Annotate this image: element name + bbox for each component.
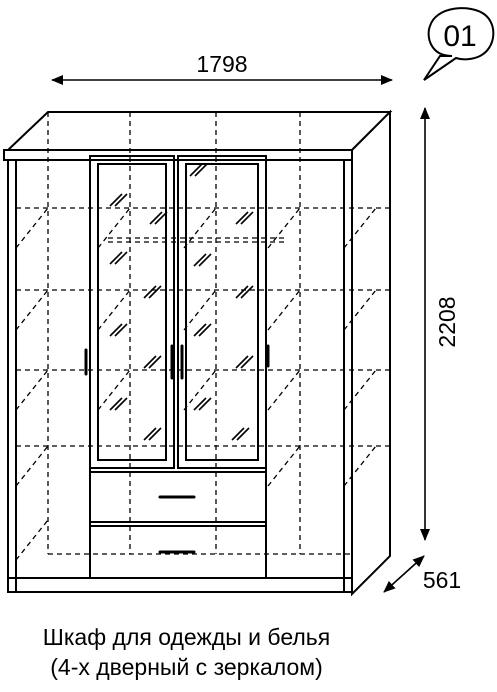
handles xyxy=(84,344,270,554)
height-dimension: 2208 xyxy=(420,107,460,541)
reflection-stroke xyxy=(198,323,212,337)
reflection-stroke xyxy=(235,285,249,299)
reflection-stroke xyxy=(198,253,212,267)
wardrobe-top xyxy=(5,111,393,151)
depth-value: 561 xyxy=(423,567,461,593)
interior-diag-3 xyxy=(15,369,49,411)
reflection-stroke xyxy=(235,211,249,225)
reflection-stroke xyxy=(114,323,128,337)
reflection-stroke xyxy=(148,427,162,441)
badge-bubble xyxy=(423,7,495,81)
reflection-stroke xyxy=(235,355,249,369)
drawer-top xyxy=(89,471,267,523)
interior-diag-5 xyxy=(15,519,49,561)
mirror-door-right xyxy=(177,155,267,469)
reflection-stroke xyxy=(240,285,254,299)
mirror-reflections xyxy=(109,163,254,441)
reflection-stroke xyxy=(143,427,157,441)
badge: 01 xyxy=(423,7,495,81)
wardrobe-plinth xyxy=(7,577,353,593)
reflection-stroke xyxy=(114,193,128,207)
caption-subtitle: (4-х дверный с зеркалом) xyxy=(50,654,323,680)
door-right xyxy=(265,159,345,579)
reflection-stroke xyxy=(193,397,207,411)
door-left xyxy=(15,159,91,579)
interior-diag-4 xyxy=(15,445,49,487)
reflection-stroke xyxy=(149,211,163,225)
reflection-stroke xyxy=(189,163,203,177)
interior-diag-10 xyxy=(183,289,217,331)
badge-number: 01 xyxy=(443,20,476,53)
mirror-door-left xyxy=(89,155,175,469)
interior-diag-14 xyxy=(267,369,301,411)
mirror-right xyxy=(185,163,259,461)
interior-hidden-lines xyxy=(15,112,390,561)
drawer-bottom xyxy=(89,525,267,579)
reflection-stroke xyxy=(193,323,207,337)
reflection-stroke xyxy=(143,285,157,299)
reflection-stroke xyxy=(198,397,212,411)
depth-dimension: 561 xyxy=(383,555,461,593)
reflection-stroke xyxy=(143,355,157,369)
height-value: 2208 xyxy=(434,296,460,347)
reflection-stroke xyxy=(236,427,250,441)
interior-diag-2 xyxy=(15,289,49,331)
reflection-stroke xyxy=(240,211,254,225)
reflection-stroke xyxy=(240,355,254,369)
reflection-stroke xyxy=(193,253,207,267)
wardrobe xyxy=(3,109,393,597)
reflection-stroke xyxy=(148,355,162,369)
interior-diag-13 xyxy=(267,289,301,331)
reflection-stroke xyxy=(109,251,123,265)
mirror-left xyxy=(97,163,167,461)
interior-diag-6 xyxy=(97,207,131,249)
reflection-stroke xyxy=(109,397,123,411)
interior-diag-7 xyxy=(97,289,131,331)
reflection-stroke xyxy=(109,323,123,337)
wardrobe-right-side xyxy=(351,109,391,597)
reflection-stroke xyxy=(148,285,162,299)
reflection-stroke xyxy=(231,427,245,441)
reflection-stroke xyxy=(154,211,168,225)
width-dimension: 1798 xyxy=(51,51,393,85)
reflection-stroke xyxy=(114,251,128,265)
depth-arrow xyxy=(383,555,425,593)
interior-diag-8 xyxy=(97,369,131,411)
reflection-stroke xyxy=(109,193,123,207)
reflection-stroke xyxy=(194,163,208,177)
reflection-stroke xyxy=(114,397,128,411)
interior-diag-15 xyxy=(267,445,301,487)
width-value: 1798 xyxy=(196,51,247,77)
interior-diag-1 xyxy=(15,207,49,249)
caption-title: Шкаф для одежды и белья xyxy=(42,624,331,650)
